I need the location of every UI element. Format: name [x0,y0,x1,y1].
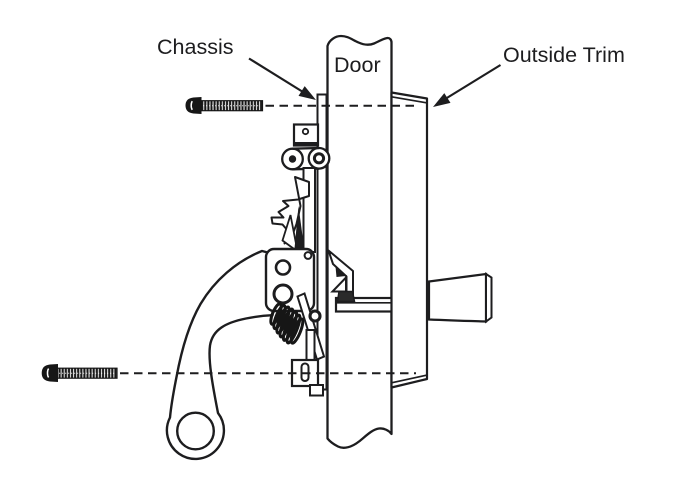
mounting-screw-bottom [41,363,118,383]
outside-trim-label: Outside Trim [503,43,625,67]
chassis-callout: Chassis [157,35,316,100]
plate-hole-lower [272,283,294,305]
pivot-pin-left [288,155,297,163]
chassis-arrow-line [248,57,304,93]
handle-ring-hole [175,411,215,451]
outside-trim-arrowhead-icon [433,93,451,107]
latch-bracket-foot [336,290,356,303]
door-label: Door [334,53,381,77]
screw-head [41,363,58,383]
lever-handle [165,249,275,461]
chassis-label: Chassis [157,35,233,59]
screw-shank [200,100,264,112]
mounting-screw-top [185,96,264,115]
spring-coil [269,302,305,345]
strut-pivot [308,309,322,323]
pawl-sliver [281,214,299,254]
pivot-pin-right [312,152,326,165]
knob-end-cap [485,272,493,324]
outside-trim-callout: Outside Trim [433,43,625,107]
block-hole [301,127,310,136]
door-knob [427,272,493,324]
latch-bracket [327,249,356,303]
plate-pin [303,251,313,260]
plate-hole-upper [274,259,292,276]
door-panel [326,34,393,449]
screw-head [185,96,202,115]
outside-trim-arrow-line [445,64,502,100]
outside-trim [390,91,429,389]
pivot-link [281,146,331,171]
chassis-arrowhead-icon [298,86,316,100]
bottom-mounting-bracket [290,358,324,397]
chassis-top-block [292,123,320,147]
